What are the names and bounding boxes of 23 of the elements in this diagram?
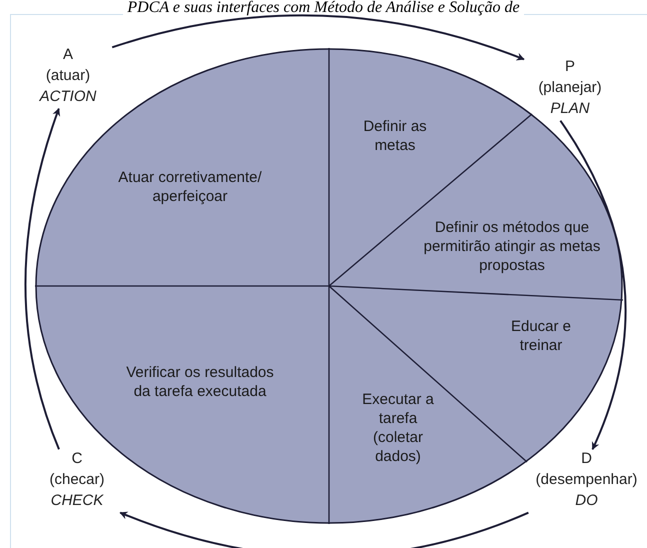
sector-text: Executar a tarefa (coletar dados) xyxy=(361,390,435,466)
phase-english-name: ACTION xyxy=(40,87,96,107)
phase-letter: D xyxy=(581,449,592,469)
phase-english-name: CHECK xyxy=(50,491,104,511)
phase-name: (desempenhar) xyxy=(536,470,638,490)
phase-name: (atuar) xyxy=(46,66,90,86)
sector-text: Definir as metas xyxy=(362,117,428,155)
phase-letter: P xyxy=(564,57,575,77)
phase-letter: A xyxy=(62,45,73,65)
phase-english-name: PLAN xyxy=(550,99,590,119)
cycle-arrow xyxy=(119,512,529,548)
phase-letter: C xyxy=(72,449,82,469)
title: PDCA e suas interfaces com Método de Análise e Solução de xyxy=(123,0,524,16)
sector-text: Definir os métodos que permitirão atingir as metas propostas xyxy=(422,218,602,274)
sector-text: Atuar corretivamente/ aperfeiçoar xyxy=(117,168,263,206)
phase-english-name: DO xyxy=(575,491,598,511)
cycle-arrow xyxy=(560,120,627,450)
sector-text: Educar e treinar xyxy=(510,317,572,355)
cycle-arrow xyxy=(24,108,60,450)
cycle-arrow xyxy=(112,14,525,61)
phase-name: (planejar) xyxy=(538,78,602,98)
sector-text: Verificar os resultados da tarefa executada xyxy=(125,363,275,401)
phase-name: (checar) xyxy=(49,470,104,490)
